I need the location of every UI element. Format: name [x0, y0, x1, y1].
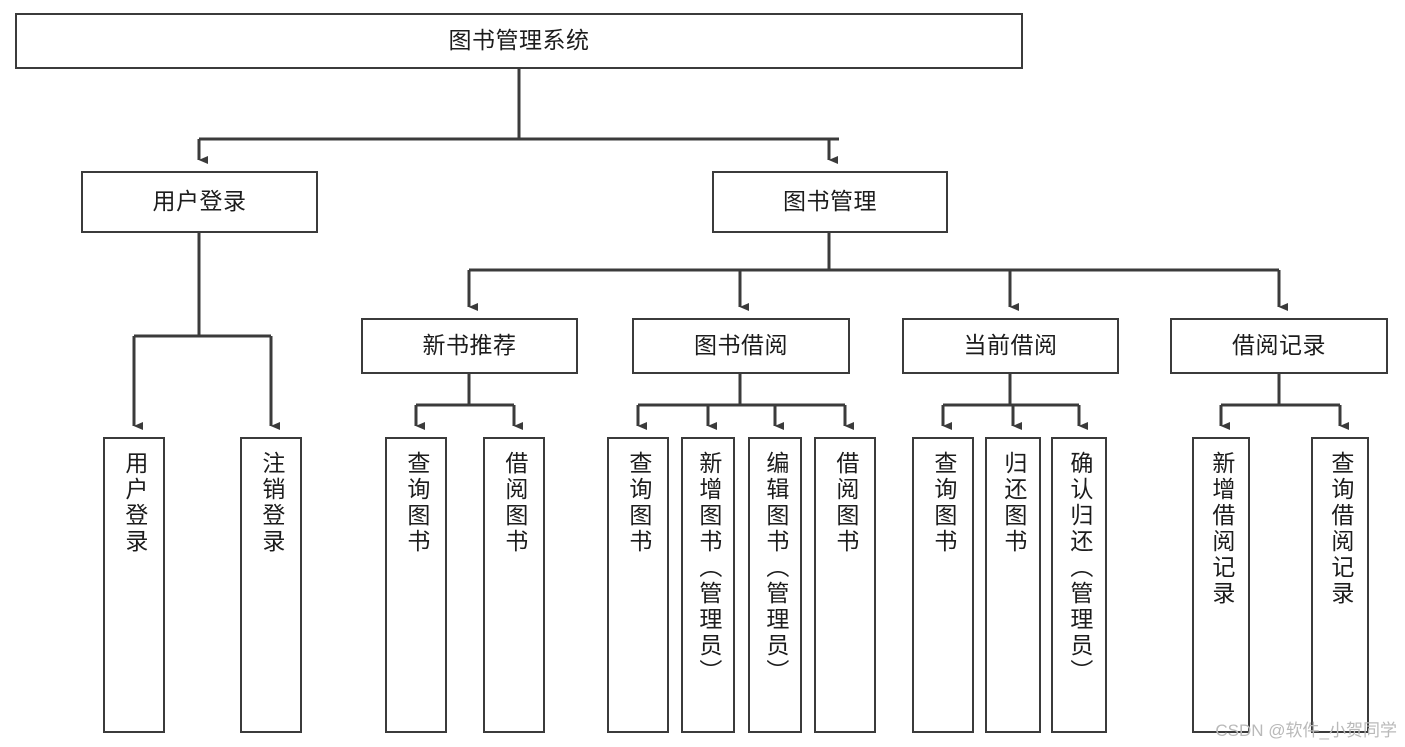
watermark-label: CSDN @软件_小贺同学 [1215, 721, 1397, 740]
node-borrow-record[interactable]: 借阅记录 [1170, 318, 1388, 374]
node-root[interactable]: 图书管理系统 [15, 13, 1023, 69]
node-user-login-label: 用户登录 [152, 188, 247, 215]
node-leaf-edit-book[interactable]: 编辑图书（管理员） [748, 437, 802, 733]
node-leaf-query-book-recommend[interactable]: 查询图书 [385, 437, 447, 733]
node-leaf-logout-label: 注销登录 [258, 451, 285, 555]
node-book-management[interactable]: 图书管理 [712, 171, 948, 233]
node-current-borrow-label: 当前借阅 [963, 332, 1058, 359]
node-user-login[interactable]: 用户登录 [81, 171, 318, 233]
node-leaf-query-book-borrow[interactable]: 查询图书 [607, 437, 669, 733]
node-leaf-user-login[interactable]: 用户登录 [103, 437, 165, 733]
node-leaf-return-book-label: 归还图书 [1000, 451, 1027, 555]
node-leaf-borrow-book-recommend-label: 借阅图书 [501, 451, 528, 555]
node-leaf-query-book-borrow-label: 查询图书 [625, 451, 652, 555]
node-leaf-add-borrow-record[interactable]: 新增借阅记录 [1192, 437, 1250, 733]
node-leaf-query-book-current-label: 查询图书 [930, 451, 957, 555]
node-leaf-query-borrow-record-label: 查询借阅记录 [1327, 451, 1354, 607]
node-leaf-confirm-return-label: 确认归还（管理员） [1066, 451, 1093, 685]
node-leaf-borrow-book-label: 借阅图书 [832, 451, 859, 555]
node-leaf-query-book-recommend-label: 查询图书 [403, 451, 430, 555]
node-leaf-user-login-label: 用户登录 [121, 451, 148, 555]
node-book-borrow-label: 图书借阅 [694, 332, 788, 359]
node-new-book-recommend-label: 新书推荐 [422, 332, 517, 359]
node-borrow-record-label: 借阅记录 [1232, 332, 1326, 359]
node-leaf-add-book-label: 新增图书（管理员） [695, 451, 722, 685]
node-leaf-borrow-book[interactable]: 借阅图书 [814, 437, 876, 733]
node-leaf-add-borrow-record-label: 新增借阅记录 [1208, 451, 1235, 607]
node-new-book-recommend[interactable]: 新书推荐 [361, 318, 578, 374]
node-leaf-borrow-book-recommend[interactable]: 借阅图书 [483, 437, 545, 733]
node-leaf-return-book[interactable]: 归还图书 [985, 437, 1041, 733]
node-leaf-confirm-return[interactable]: 确认归还（管理员） [1051, 437, 1107, 733]
node-book-borrow[interactable]: 图书借阅 [632, 318, 850, 374]
node-leaf-query-borrow-record[interactable]: 查询借阅记录 [1311, 437, 1369, 733]
node-root-label: 图书管理系统 [448, 27, 590, 54]
node-leaf-query-book-current[interactable]: 查询图书 [912, 437, 974, 733]
node-book-management-label: 图书管理 [783, 188, 877, 215]
node-leaf-logout[interactable]: 注销登录 [240, 437, 302, 733]
node-leaf-add-book[interactable]: 新增图书（管理员） [681, 437, 735, 733]
node-current-borrow[interactable]: 当前借阅 [902, 318, 1119, 374]
node-leaf-edit-book-label: 编辑图书（管理员） [762, 451, 789, 685]
